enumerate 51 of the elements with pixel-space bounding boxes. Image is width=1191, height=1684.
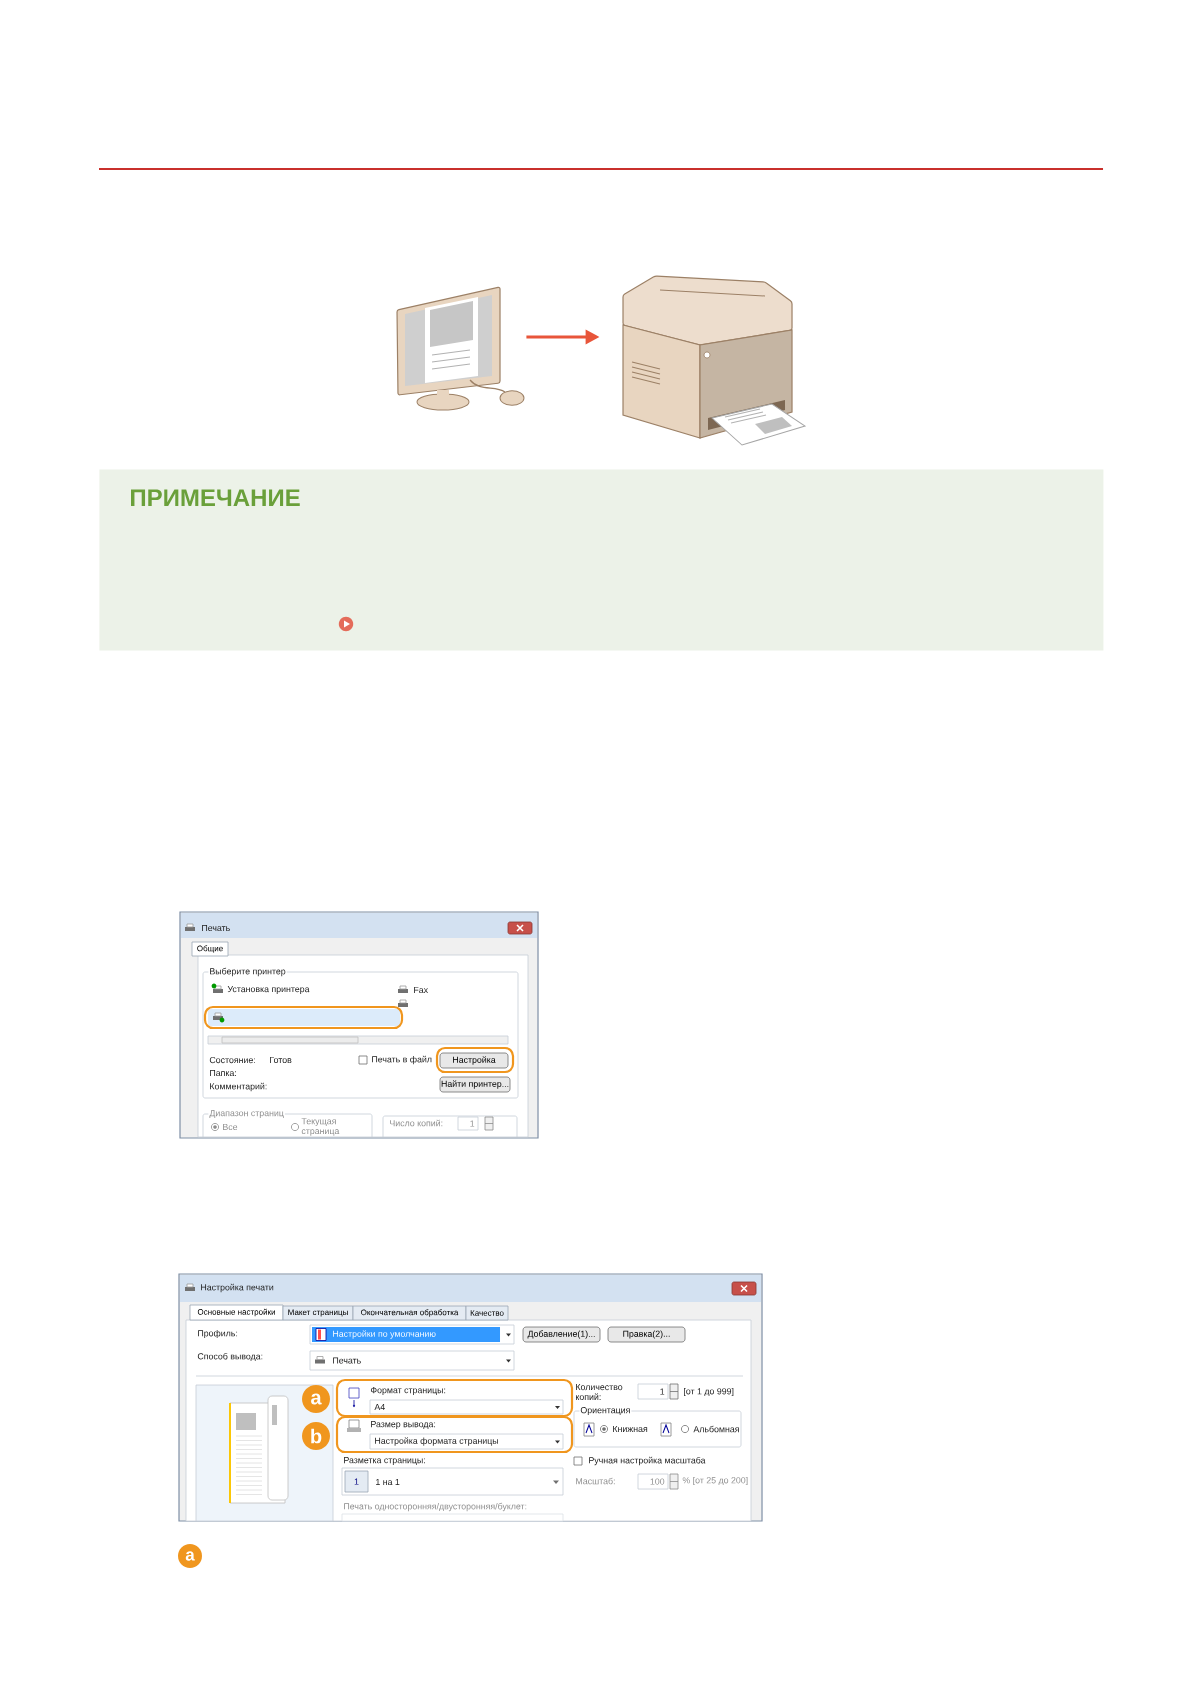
- printer-drawing: [622, 275, 806, 446]
- dialog-text: [от 1 до 999]: [684, 1387, 734, 1397]
- window-title: Настройка печати: [201, 1283, 274, 1293]
- button: Найти принтер...: [439, 1076, 511, 1093]
- tab: Макет страницы: [282, 1305, 354, 1321]
- group-title: Ориентация: [579, 1406, 632, 1416]
- tab: Общие: [191, 941, 229, 957]
- note-box: ПРИМЕЧАНИЕ: [99, 469, 1104, 651]
- dialog-text: Формат страницы:: [370, 1387, 446, 1395]
- callout-letter: a: [178, 1544, 202, 1568]
- computer-drawing: [396, 286, 525, 411]
- number-field: 100: [637, 1473, 669, 1490]
- dialog-text: Количество копий:: [576, 1384, 623, 1400]
- dialog-text: Состояние:: [209, 1056, 255, 1064]
- dialog-text: Печать в файл: [372, 1055, 432, 1065]
- dropdown-field: A4: [369, 1399, 564, 1415]
- dialog-text: Альбомная: [693, 1425, 739, 1433]
- dialog-text: Размер вывода:: [371, 1421, 436, 1429]
- dialog-text: Готов: [270, 1056, 292, 1064]
- number-field: 1: [637, 1383, 669, 1400]
- disabled-text: Масштаб:: [576, 1477, 615, 1485]
- dialog-text: Ручная настройка масштаба: [589, 1456, 706, 1466]
- button: Правка(2)...: [607, 1326, 686, 1343]
- dialog-text: Папка:: [210, 1069, 236, 1077]
- dialog-text: Разметка страницы:: [344, 1457, 425, 1465]
- dialog-text: Профиль:: [198, 1329, 238, 1339]
- callout-letter: a: [302, 1385, 330, 1413]
- window-title: Печать: [202, 924, 230, 932]
- button: Добавление(1)...: [522, 1326, 601, 1343]
- tab: Основные настройки: [189, 1304, 284, 1321]
- dialog-text: Комментарий:: [210, 1082, 267, 1092]
- dialog-text: Способ вывода:: [197, 1352, 263, 1362]
- page-count-tile: 1: [344, 1470, 369, 1493]
- button: Настройка: [439, 1052, 509, 1069]
- dialog-text: Книжная: [613, 1425, 648, 1433]
- dialog-text: 1 на 1: [376, 1478, 400, 1486]
- disabled-text: Число копий:: [390, 1119, 443, 1127]
- dialog-text: Установка принтера: [227, 986, 310, 994]
- group-title: Выберите принтер: [208, 966, 287, 978]
- dialog-text: Fax: [414, 986, 428, 994]
- callout-letter: b: [302, 1422, 330, 1450]
- disabled-text: Все: [223, 1123, 238, 1131]
- disabled-text: Печать односторонняя/двусторонняя/буклет:: [344, 1502, 527, 1512]
- disabled-text: % [от 25 до 200]: [682, 1476, 748, 1486]
- disabled-text: Текущая страница: [301, 1118, 340, 1136]
- disabled-text: Диапазон страниц: [208, 1109, 285, 1119]
- dropdown-field: Печать: [309, 1350, 515, 1371]
- dropdown-field: Настройка формата страницы: [369, 1433, 564, 1450]
- dropdown-field: Настройки по умолчанию: [309, 1324, 515, 1345]
- tab: Качество: [465, 1305, 509, 1321]
- number-field: 1: [457, 1116, 479, 1131]
